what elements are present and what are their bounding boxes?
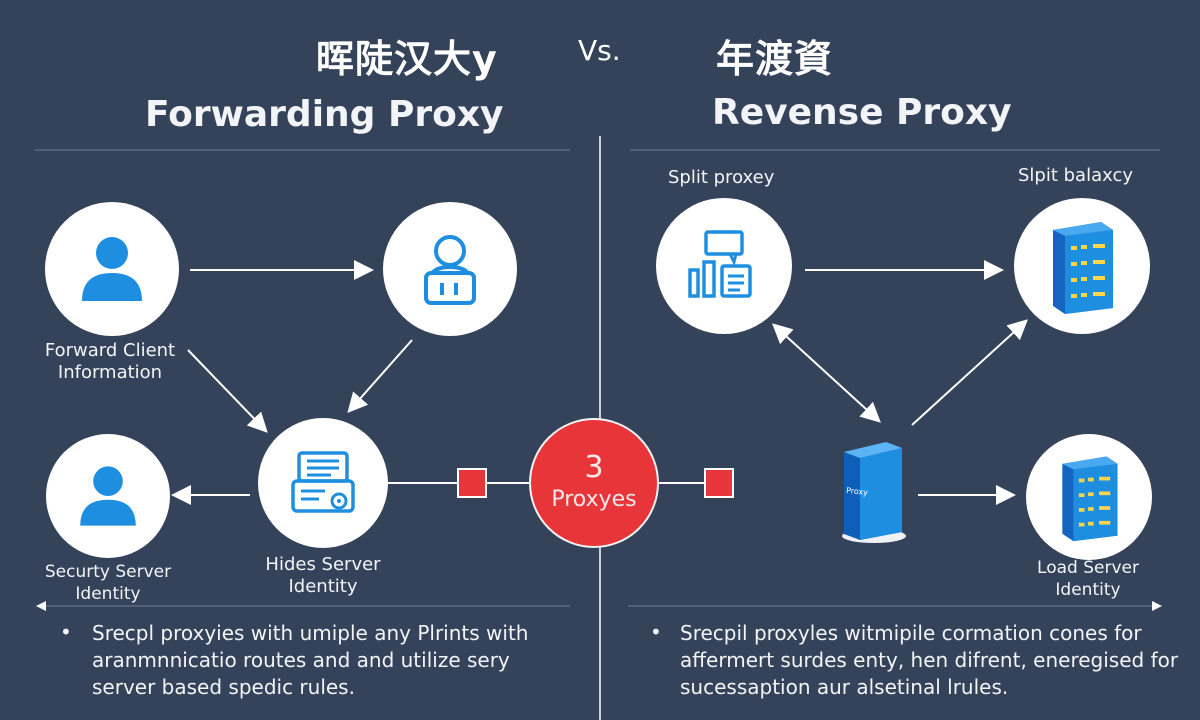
split-balancy-node xyxy=(1014,198,1150,334)
vs-label: Vs. xyxy=(578,34,621,67)
left-bullet-line-1: Srecpl proxyies with umiple any Plrints … xyxy=(92,621,529,645)
left-bullet-line-3: server based spedic rules. xyxy=(92,675,355,699)
left-cjk-title: 晖陡汉大y xyxy=(316,37,498,81)
server-tower-text: Proxy xyxy=(846,486,869,497)
left-red-square xyxy=(457,468,487,498)
forward-client-label: Forward Client Information xyxy=(42,340,178,384)
arrow-lock-to-doc xyxy=(347,339,413,413)
hides-server-label-line2: Identity xyxy=(288,576,358,597)
chart-message-icon xyxy=(688,230,752,298)
server-tower-icon: Proxy xyxy=(842,442,906,543)
user-icon xyxy=(82,237,142,301)
reverse-proxy-title: Revense Proxy xyxy=(712,92,1012,133)
proxies-count-label: Proxyes xyxy=(551,487,637,512)
right-bullet-text: Srecpil proxyles witmipile cormation con… xyxy=(680,620,1195,701)
hides-server-node xyxy=(258,418,388,548)
hides-server-label-line1: Hides Server xyxy=(265,554,381,575)
right-bullet-line-1: Srecpil proxyles witmipile cormation con… xyxy=(680,621,1142,645)
arrow-chart-tower xyxy=(772,323,881,423)
forwarding-proxy-title: Forwarding Proxy xyxy=(145,94,504,135)
security-server-label: Securty Server Identity xyxy=(40,561,176,605)
proxies-count-circle: 3 Proxyes xyxy=(529,418,659,548)
split-proxey-label: Split proxey xyxy=(668,167,775,188)
server-rack-icon xyxy=(1053,222,1113,314)
right-cjk-title: 年渡資 xyxy=(716,37,834,81)
right-bullet-line-2: affermert surdes enty, hen difrent, ener… xyxy=(680,648,1179,672)
client-user-node xyxy=(45,202,179,336)
forward-client-label-line2: Information xyxy=(57,362,163,383)
lock-user-node xyxy=(383,202,517,336)
load-server-label-line2: Identity xyxy=(1055,580,1121,600)
security-server-label-line1: Securty Server xyxy=(44,562,172,582)
user-lock-icon xyxy=(424,235,476,305)
right-bullet-dot: • xyxy=(650,620,662,644)
load-server-node xyxy=(1026,434,1152,560)
proxy-server-tower: Proxy xyxy=(836,436,910,546)
left-bullet-dot: • xyxy=(60,620,72,644)
arrow-tower-to-server-top xyxy=(911,319,1028,426)
load-server-label-line1: Load Server xyxy=(1037,558,1139,578)
forward-client-label-line1: Forward Client xyxy=(44,340,176,361)
security-server-label-line2: Identity xyxy=(75,584,141,604)
security-user-node xyxy=(46,434,170,558)
left-bullet-text: Srecpl proxyies with umiple any Plrints … xyxy=(92,620,592,701)
right-bullet-line-3: sucessaption aur alsetinal lrules. xyxy=(680,675,1009,699)
load-server-label: Load Server Identity xyxy=(1020,557,1156,601)
split-proxy-node xyxy=(656,198,792,334)
arrow-client-to-doc xyxy=(187,349,268,433)
user-icon-bottom xyxy=(80,466,136,526)
right-red-square xyxy=(704,468,734,498)
hides-server-label: Hides Server Identity xyxy=(250,554,396,598)
proxies-count-number: 3 xyxy=(584,450,604,485)
split-balancy-label: Slpit balaxcy xyxy=(1018,165,1134,186)
left-bullet-line-2: aranmnnicatio routes and and utilize ser… xyxy=(92,648,510,672)
document-gear-icon xyxy=(291,451,355,513)
server-rack-icon-bottom xyxy=(1062,456,1118,542)
